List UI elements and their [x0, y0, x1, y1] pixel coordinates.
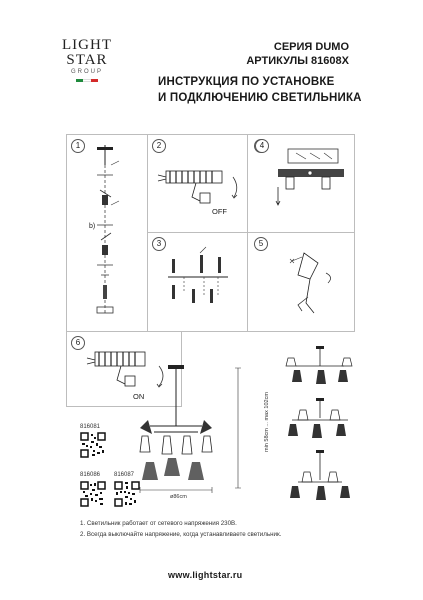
- step-number: 3: [152, 237, 166, 251]
- safety-notes: 1. Светильник работает от сетевого напря…: [80, 518, 281, 540]
- doc-title: ИНСТРУКЦИЯ ПО УСТАНОВКЕ И ПОДКЛЮЧЕНИЮ СВ…: [158, 74, 362, 106]
- diameter-label: ø86cm: [170, 494, 187, 500]
- power-on-label: ON: [133, 392, 145, 401]
- italian-flag-icon: [76, 79, 98, 82]
- qr-code-icon: [114, 481, 140, 507]
- series-block: СЕРИЯ DUMO АРТИКУЛЫ 81608X: [246, 40, 349, 68]
- note-power-off: 2. Всегда выключайте напряжение, когда у…: [80, 531, 282, 538]
- articles-text: АРТИКУЛЫ 81608X: [246, 55, 349, 67]
- website-link[interactable]: www.lightstar.ru: [168, 570, 243, 580]
- step-3-arms-diagram: [168, 246, 228, 303]
- model-code-816087: 816087: [114, 472, 135, 478]
- step-1-diagram: [96, 145, 120, 315]
- step-number: 6: [71, 336, 85, 350]
- step-1-b-label: b): [89, 223, 96, 230]
- step-6-wiring-diagram: [86, 351, 164, 388]
- step-2-panel: 2 OFF: [147, 134, 248, 233]
- step-2-wiring-diagram: [157, 170, 238, 204]
- chandelier-dimension-drawing: [139, 365, 241, 493]
- brand-logo: LIGHT STAR GROUP: [60, 38, 114, 82]
- height-range-label: min 58cm ... max 102cm: [264, 392, 270, 452]
- model-code-816086: 816086: [80, 472, 101, 478]
- logo-line1: LIGHT: [62, 37, 112, 53]
- step-number: 1: [71, 139, 85, 153]
- chandelier-variants: [285, 346, 353, 500]
- model-code-816081: 816081: [80, 424, 101, 430]
- step-4-number: 4: [255, 139, 269, 153]
- step-1-panel: 1 b): [66, 134, 148, 332]
- step-3-panel: 3: [147, 232, 248, 332]
- note-voltage: 1. Светильник работает от сетевого напря…: [80, 520, 237, 527]
- qr-code-icon: [80, 432, 106, 458]
- title-line1: ИНСТРУКЦИЯ ПО УСТАНОВКЕ: [158, 76, 335, 88]
- step-number: 5: [254, 237, 268, 251]
- logo-line2: STAR: [66, 52, 108, 68]
- logo-line3: GROUP: [70, 69, 103, 75]
- step-4-mount-diagram: [275, 148, 344, 206]
- step-5-panel: 5: [247, 232, 355, 332]
- step-number: 2: [152, 139, 166, 153]
- series-text: СЕРИЯ DUMO: [273, 41, 349, 53]
- power-off-label: OFF: [212, 207, 227, 216]
- step-5-shade-diagram: [289, 252, 331, 314]
- qr-code-icon: [80, 481, 106, 507]
- title-line2: И ПОДКЛЮЧЕНИЮ СВЕТИЛЬНИКА: [158, 92, 362, 104]
